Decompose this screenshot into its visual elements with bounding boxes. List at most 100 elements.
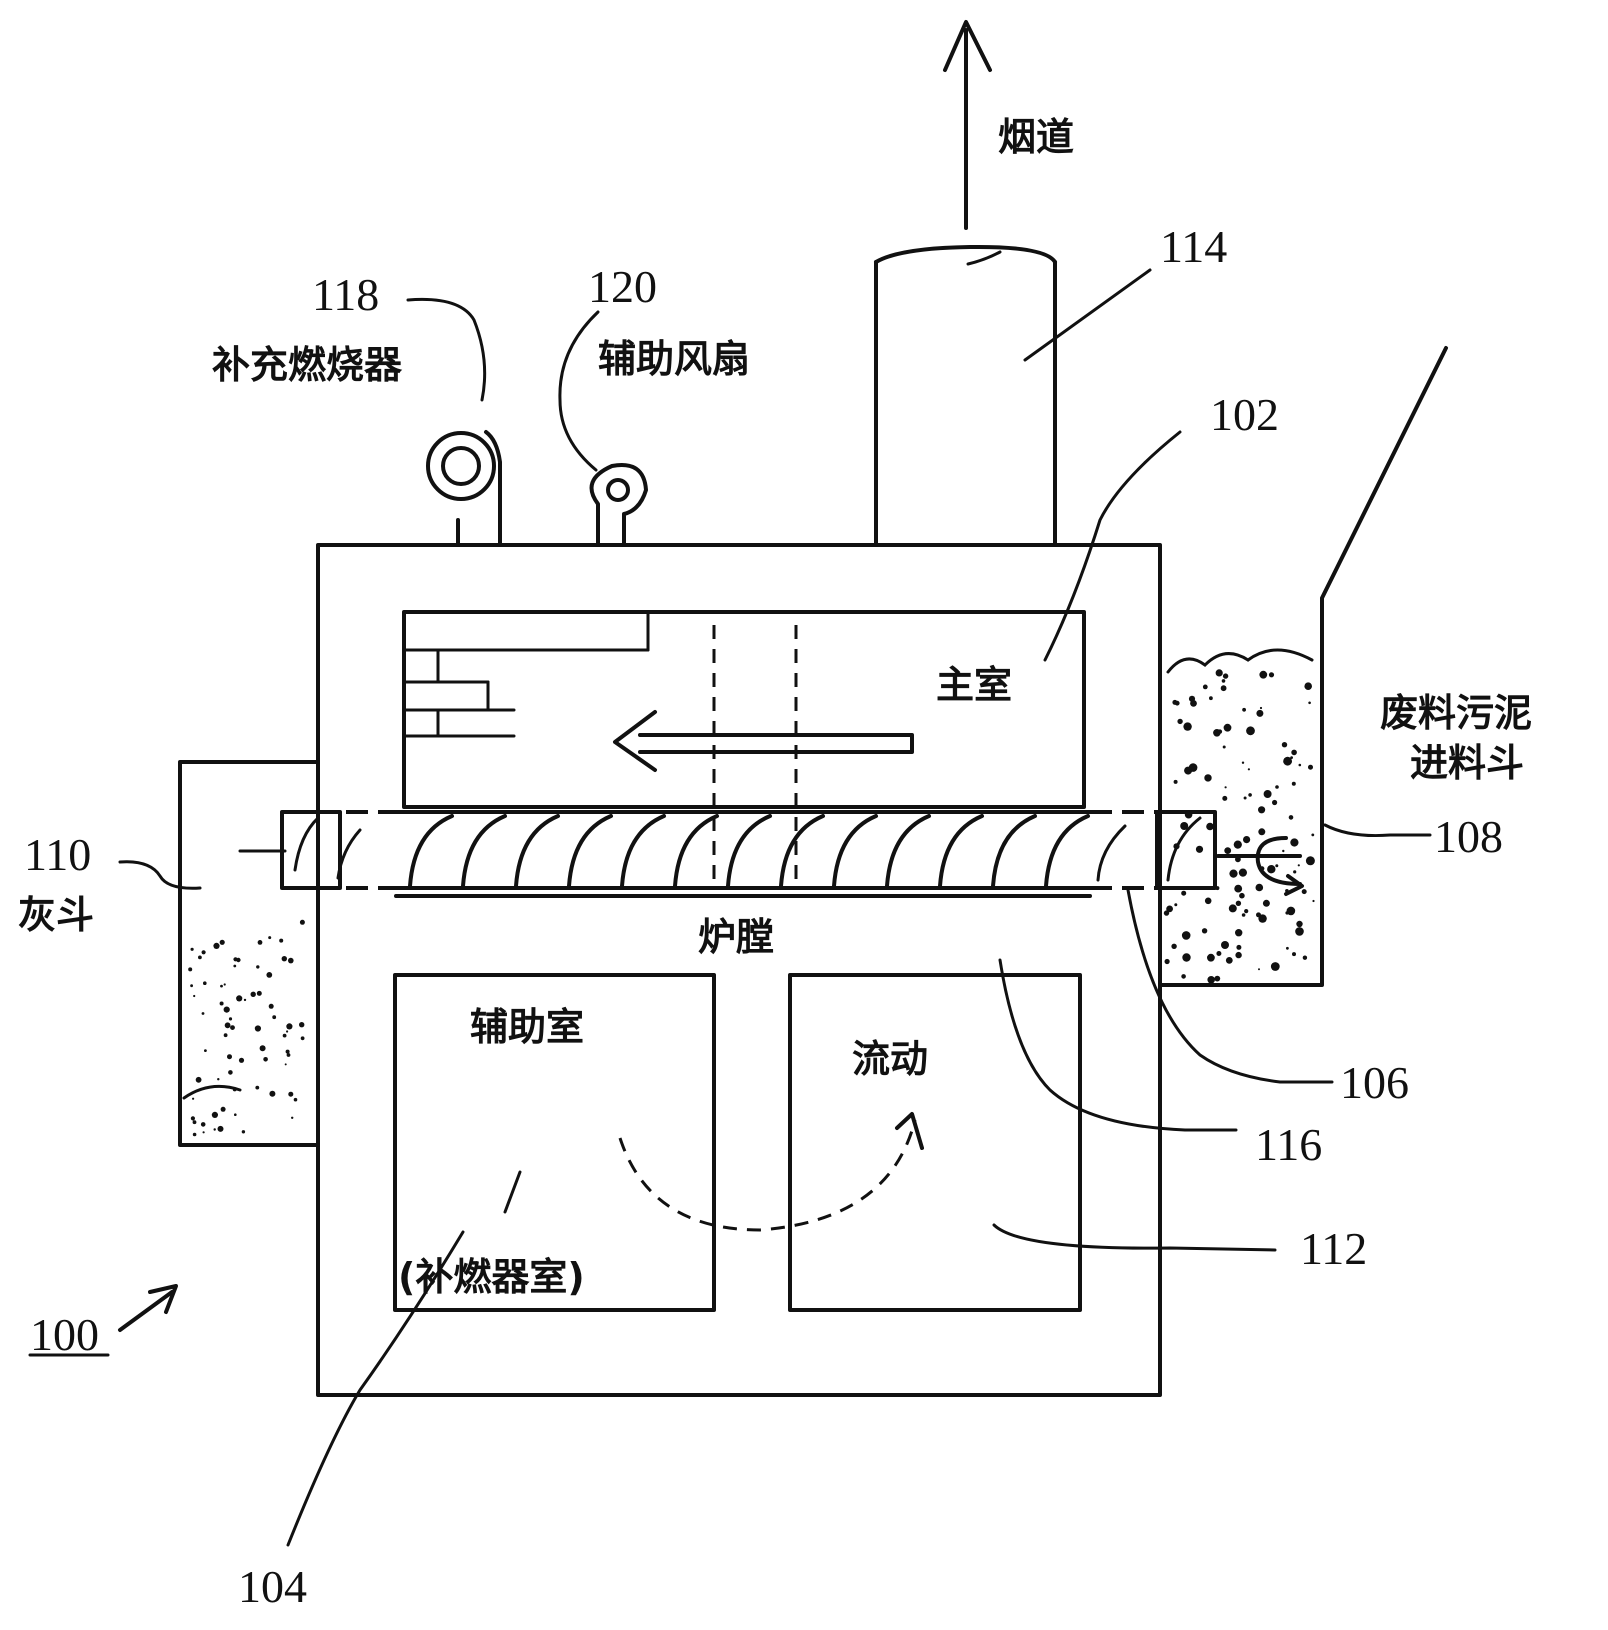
sludge-particle	[1223, 723, 1232, 732]
ash-particle	[230, 1025, 235, 1030]
sludge-particle	[1285, 889, 1289, 893]
sludge-particle	[1215, 886, 1220, 891]
ash-particle	[201, 1012, 205, 1015]
ash-particle	[211, 1111, 218, 1118]
ash-particle	[192, 1120, 197, 1125]
sludge-particle	[1215, 669, 1223, 677]
ash-particle	[190, 984, 194, 988]
main-chamber-flow-arrow	[613, 710, 914, 772]
sludge-particle	[1258, 914, 1267, 923]
sludge-particle	[1256, 709, 1264, 717]
ash-particle	[195, 1076, 202, 1083]
sludge-particle	[1258, 828, 1266, 836]
sludge-particle	[1282, 849, 1285, 853]
ash-particle	[236, 995, 243, 1002]
sludge-particle	[1202, 684, 1208, 690]
ash-particle	[254, 1025, 261, 1032]
sludge-particle	[1301, 889, 1307, 895]
sludge-particle	[1239, 892, 1245, 899]
ash-particle	[188, 967, 193, 972]
flow-curve-arrow	[618, 1112, 924, 1232]
sludge-particle	[1183, 722, 1192, 731]
sludge-particle	[1171, 943, 1177, 949]
ash-hopper-label: 灰斗	[18, 893, 94, 937]
sludge-particle	[1283, 756, 1292, 766]
ash-particle	[259, 1045, 266, 1052]
sludge-particle	[1184, 766, 1193, 775]
ash-particle	[220, 984, 223, 988]
ref-110: 110	[24, 829, 91, 880]
brick-lining	[402, 610, 650, 738]
sludge-particle	[1270, 962, 1280, 971]
ash-particle	[223, 1033, 228, 1038]
screw-flight	[408, 814, 454, 888]
sludge-particle	[1207, 953, 1215, 962]
ref-104: 104	[238, 1561, 307, 1612]
sludge-particle	[1233, 840, 1242, 849]
leader-lines	[28, 268, 1432, 1547]
fan-label: 辅助风扇	[598, 337, 750, 381]
ash-particle	[224, 1022, 231, 1029]
sludge-particle	[1258, 968, 1260, 971]
ash-particle	[300, 1036, 305, 1041]
burner-label: 补充燃烧器	[212, 343, 403, 387]
sludge-particle	[1174, 903, 1178, 907]
ash-particle	[250, 991, 256, 997]
sludge-particle	[1275, 785, 1279, 789]
aux-chamber-label: 辅助室	[470, 1005, 584, 1049]
hearth-label: 炉膛	[698, 915, 774, 959]
sludge-particle	[1296, 920, 1303, 928]
sludge-particle	[1235, 856, 1241, 863]
ref-120: 120	[588, 261, 657, 312]
sludge-particle	[1173, 843, 1180, 850]
sludge-particle	[1248, 793, 1252, 797]
screw-flight	[1044, 814, 1090, 888]
sludge-particle	[1295, 927, 1304, 936]
ash-particle	[299, 919, 305, 925]
ash-particle	[268, 936, 272, 940]
screw-flight	[726, 814, 772, 888]
burner-chamber-label: (补燃器室)	[398, 1255, 585, 1299]
sludge-particle	[1256, 912, 1261, 918]
ref-106: 106	[1340, 1057, 1409, 1108]
sludge-particle	[1164, 958, 1170, 965]
ash-particle	[282, 1033, 287, 1038]
flue-arrow	[943, 20, 992, 230]
sludge-particle	[1225, 957, 1233, 964]
sludge-particle	[1224, 847, 1232, 854]
sludge-particle	[1216, 951, 1222, 956]
main-chamber-label: 主室	[936, 663, 1012, 707]
chimney-114	[874, 244, 1057, 547]
sludge-particle	[1201, 928, 1208, 934]
ash-particle	[266, 972, 273, 978]
screw-flight	[567, 814, 613, 888]
feed-auger-arrow	[1216, 836, 1304, 896]
ash-particle	[281, 956, 287, 962]
sludge-dots	[1163, 669, 1315, 984]
sludge-particle	[1220, 685, 1227, 692]
ash-particle	[217, 1125, 224, 1132]
ash-particle	[291, 1116, 294, 1120]
sludge-particle	[1291, 781, 1296, 786]
sludge-particle	[1217, 729, 1223, 734]
ash-particle	[190, 1116, 195, 1121]
sludge-particle	[1268, 672, 1275, 678]
ash-particle	[200, 1122, 206, 1127]
ash-particle	[243, 998, 247, 1002]
ref-116: 116	[1255, 1119, 1322, 1170]
sludge-particle	[1181, 931, 1191, 940]
sludge-particle	[1275, 864, 1279, 868]
sludge-particle	[1308, 764, 1313, 770]
sludge-particle	[1188, 695, 1196, 702]
ash-particle	[279, 938, 284, 943]
sludge-particle	[1177, 718, 1183, 725]
sludge-particle	[1181, 890, 1187, 896]
sludge-particle	[1281, 742, 1288, 748]
ash-particle	[272, 1015, 277, 1020]
ref-108: 108	[1434, 811, 1503, 862]
sludge-particle	[1311, 833, 1315, 837]
feed-hopper-label-2: 进料斗	[1410, 741, 1524, 785]
sludge-particle	[1222, 745, 1226, 749]
ash-particle	[190, 947, 194, 951]
